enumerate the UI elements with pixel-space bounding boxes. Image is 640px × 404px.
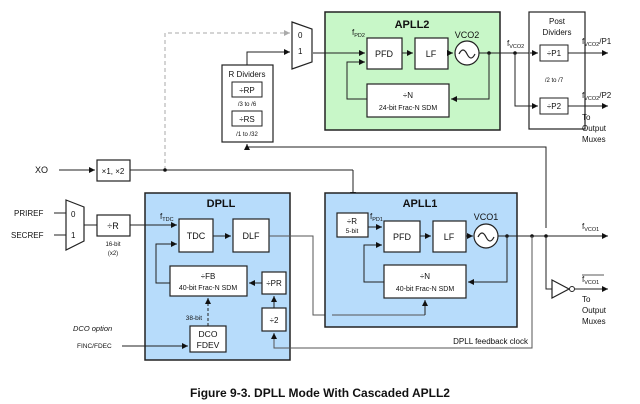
apll1-r-sub: 5-bit xyxy=(346,228,359,235)
fb-divider xyxy=(169,265,248,297)
post-dividers-title2: Dividers xyxy=(543,28,572,37)
ref-r-sub1: 16-bit xyxy=(105,242,120,248)
pr-label: ÷PR xyxy=(266,279,282,288)
p-muxes-label: Muxes xyxy=(582,135,606,144)
apll1-r-divider xyxy=(336,212,369,238)
inv-to-label: To xyxy=(582,295,591,304)
apll2-pfd-label: PFD xyxy=(375,49,394,59)
apll1-lf-label: LF xyxy=(444,232,455,242)
ref-r-label: ÷R xyxy=(107,221,119,231)
apll1-vco-label: VCO1 xyxy=(474,212,499,222)
dco-label: DCO xyxy=(199,329,218,339)
apll1-title: APLL1 xyxy=(403,198,438,210)
priref-label: PRIREF xyxy=(14,209,43,218)
xo-multiplier-label: ×1, ×2 xyxy=(102,167,125,176)
fvco1-inverted-label: fVCO1 xyxy=(582,275,599,286)
p1-label: ÷P1 xyxy=(547,49,562,58)
fvco2-label: fVCO2 xyxy=(507,39,524,50)
apll1-r-label: ÷R xyxy=(347,217,357,226)
apll1-fpd-label: fPD1 xyxy=(370,212,383,223)
fb-sub: 40-bit Frac-N SDM xyxy=(179,285,238,292)
ref-mux-in0: 0 xyxy=(71,210,76,219)
apll2-fpd-label: fPD2 xyxy=(352,28,365,39)
rs-range: /1 to /32 xyxy=(236,132,258,138)
finc-fdec-label: FINC/FDEC xyxy=(77,343,112,350)
tdc-label: TDC xyxy=(187,231,206,241)
apll2-lf-block xyxy=(414,37,449,70)
apll2-mux-in0: 0 xyxy=(298,31,303,40)
p2-output-label: fVCO2/P2 xyxy=(582,91,612,102)
p-to-label: To xyxy=(582,113,591,122)
dco-bits-label: 38-bit xyxy=(186,315,202,322)
rp-label: ÷RP xyxy=(239,86,255,95)
r-dividers-title: R Dividers xyxy=(229,70,266,79)
ftdc-label: fTDC xyxy=(160,212,174,223)
apll1-n-label: ÷N xyxy=(420,272,430,281)
ref-mux-in1: 1 xyxy=(71,231,76,240)
apll2-vco-label: VCO2 xyxy=(455,30,480,40)
post-dividers-title1: Post xyxy=(549,17,566,26)
inv-output-label: Output xyxy=(582,306,607,315)
apll2-pfd-block xyxy=(366,37,403,70)
dco-fdev-block xyxy=(189,325,227,353)
apll1-pfd-block xyxy=(383,220,421,253)
figure-caption: Figure 9-3. DPLL Mode With Cascaded APLL… xyxy=(190,386,450,400)
apll2-title: APLL2 xyxy=(395,19,430,31)
rp-range: /3 to /6 xyxy=(238,102,257,108)
p1-output-label: fVCO2/P1 xyxy=(582,37,612,48)
dco-option-label: DCO option xyxy=(73,324,112,333)
fdev-label: FDEV xyxy=(197,340,220,350)
apll2-lf-label: LF xyxy=(426,49,437,59)
inv-muxes-label: Muxes xyxy=(582,317,606,326)
dpll-feedback-label: DPLL feedback clock xyxy=(453,337,529,346)
div2-label: ÷2 xyxy=(270,316,279,325)
apll2-input-mux xyxy=(291,21,313,70)
apll1-n-sub: 40-bit Frac-N SDM xyxy=(396,286,455,293)
p2-label: ÷P2 xyxy=(547,102,562,111)
fb-label: ÷FB xyxy=(201,272,216,281)
rs-divider xyxy=(231,110,263,127)
apll2-n-label: ÷N xyxy=(403,91,413,100)
post-dividers-range: /2 to /7 xyxy=(545,78,564,84)
rs-label: ÷RS xyxy=(239,115,255,124)
secref-label: SECREF xyxy=(11,231,44,240)
ref-r-sub2: (x2) xyxy=(108,251,118,257)
p-output-label: Output xyxy=(582,124,607,133)
apll2-n-sub: 24-bit Frac-N SDM xyxy=(379,105,438,112)
apll1-n-divider xyxy=(383,264,467,299)
dpll-title: DPLL xyxy=(207,198,236,210)
apll2-n-divider xyxy=(366,83,450,118)
apll1-pfd-label: PFD xyxy=(393,232,412,242)
xo-input-label: XO xyxy=(35,165,48,175)
ref-input-mux xyxy=(65,199,85,251)
rp-divider xyxy=(231,81,263,98)
tdc-block xyxy=(178,218,214,253)
apll2-mux-in1: 1 xyxy=(298,47,303,56)
inverter-icon xyxy=(551,279,571,299)
dlf-label: DLF xyxy=(242,231,260,241)
fvco1-output-label: fVCO1 xyxy=(582,222,599,233)
